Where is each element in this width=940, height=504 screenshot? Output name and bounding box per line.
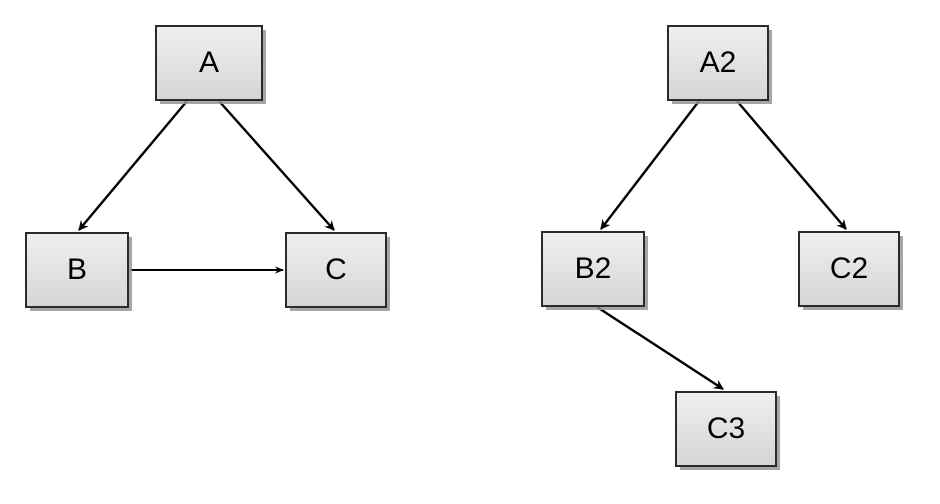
node-label-c: C xyxy=(325,253,347,286)
node-label-b: B xyxy=(66,253,87,286)
node-label-b2: B2 xyxy=(574,252,612,285)
node-c[interactable]: C xyxy=(285,232,387,308)
node-c2[interactable]: C2 xyxy=(798,231,900,307)
edge-a2-to-b2 xyxy=(600,100,700,230)
node-c3[interactable]: C3 xyxy=(675,391,777,467)
edge-b2-to-c3 xyxy=(596,305,724,391)
edge-a2-to-c2 xyxy=(736,100,847,230)
edge-a-to-b xyxy=(78,100,188,231)
node-b2[interactable]: B2 xyxy=(541,231,645,307)
node-a2[interactable]: A2 xyxy=(667,25,769,101)
node-b[interactable]: B xyxy=(25,232,129,308)
node-a[interactable]: A xyxy=(155,25,263,101)
edge-a-to-c xyxy=(218,100,335,231)
node-label-c2: C2 xyxy=(829,252,869,285)
node-label-a2: A2 xyxy=(699,46,737,79)
edges-group xyxy=(78,100,847,391)
node-label-c3: C3 xyxy=(706,412,746,445)
node-label-a: A xyxy=(198,46,219,79)
